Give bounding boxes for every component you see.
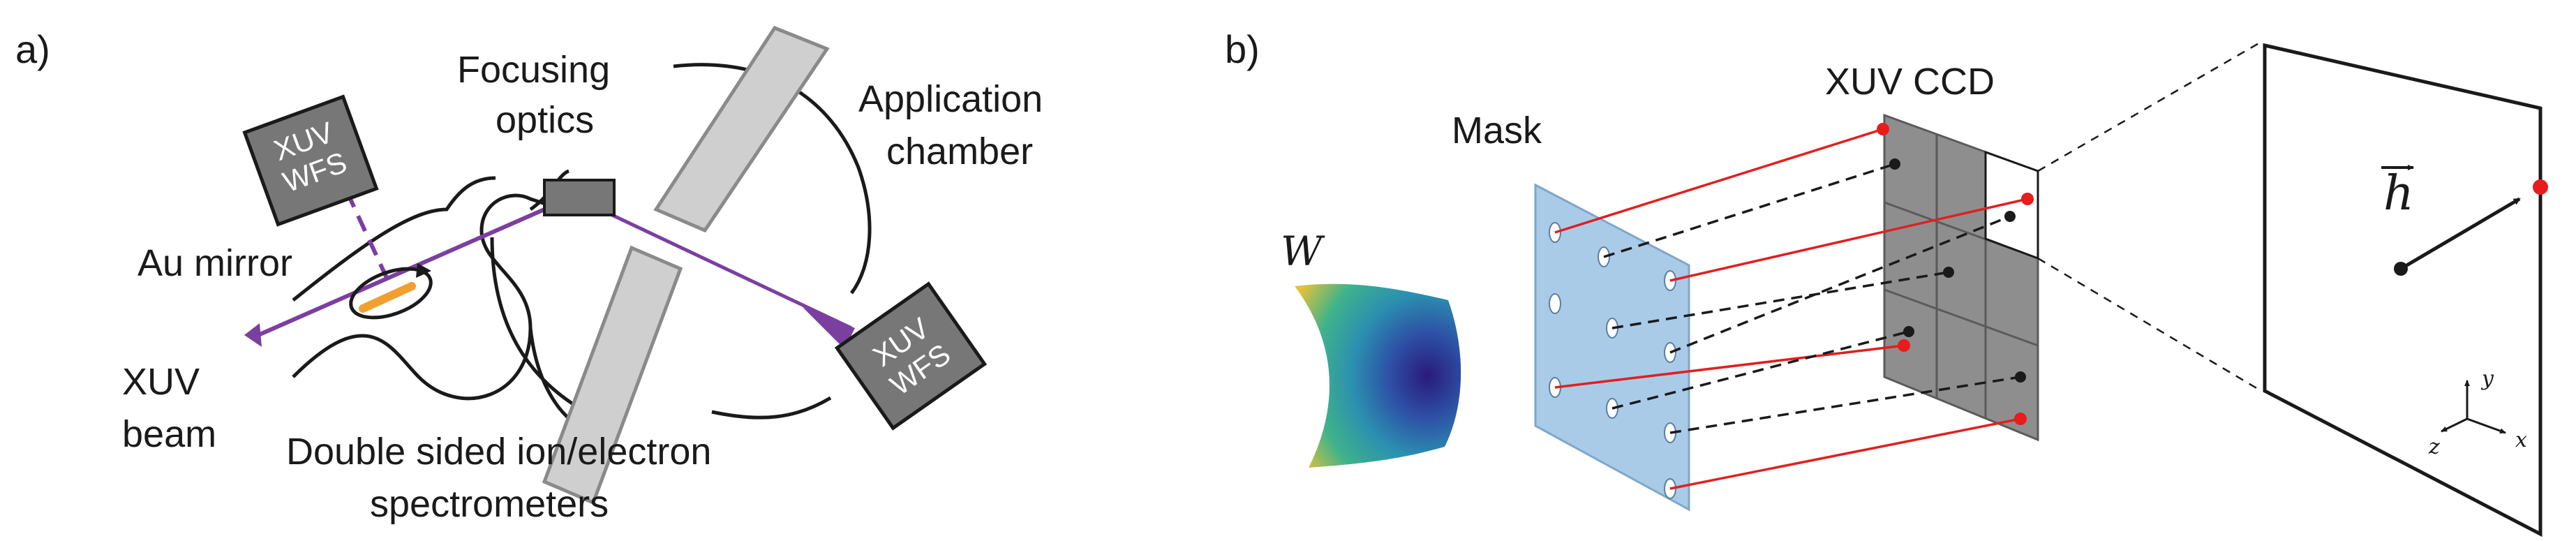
displacement-vector [2399,197,2521,271]
xuv-beam-focused [599,207,853,330]
wavefront-symbol: W [1281,228,1325,275]
rays-red [1554,128,2028,490]
xuv-beam-diverging [803,307,855,349]
ccd-grid-line [1884,288,2039,347]
reference-spot [2015,371,2026,383]
xuv-beam-label-line2: beam [122,413,216,455]
panel-a: a) XUV WFS [15,25,1043,525]
measured-centroid [2533,179,2548,195]
reference-spot [1943,267,1954,278]
reference-ray [1611,330,1909,410]
ccd-spots [1877,123,2034,425]
zoom-line-top [2037,40,2262,172]
rays-reference [1603,163,2021,434]
panel-a-label: a) [15,27,50,71]
panel-b: b) W Mask XUV CCD [1225,27,2548,538]
focusing-label-line2: optics [496,99,594,141]
focusing-label-line1: Focusing [457,49,610,91]
red-ray [1554,128,1884,234]
zoomed-subaperture [2263,43,2543,538]
ccd-label: XUV CCD [1825,61,1995,103]
xuv-beam-incoming [257,207,546,337]
ccd-zoom-cell [1984,150,2039,260]
red-spot [1877,123,1889,135]
red-spot [2014,413,2027,425]
spectrometers-label-line2: spectrometers [370,483,609,525]
upper-spectrometer-slab [653,25,830,233]
y-axis-label: y [2480,366,2494,391]
au-mirror-label: Au mirror [137,242,292,284]
focusing-optics-box [543,179,616,216]
wfs-right: XUV WFS [834,281,988,431]
zoom-line-bottom [2037,257,2262,392]
x-axis-arrow [2466,417,2506,434]
vector-symbol: h [2383,166,2414,221]
reference-ray [1669,215,2011,354]
panel-b-label: b) [1225,27,1260,71]
reference-spot [1903,326,1914,337]
wfs-top: XUV WFS [242,94,379,227]
coordinate-axes [2441,380,2506,434]
reference-spot [1889,158,1900,170]
mask-plate [1534,183,1690,512]
lower-spectrometer-slab [542,245,683,505]
mask-label: Mask [1452,110,1542,151]
red-ray [1669,417,2021,490]
mirror-rotation-ellipse [349,267,433,320]
application-chamber-outline-bottom [711,396,832,420]
x-axis-label: x [2515,428,2527,452]
reference-ray [1669,376,2021,434]
reference-ray [1611,271,1949,329]
wfs-top-box [242,94,379,227]
z-axis-arrow [2441,417,2468,433]
red-spot [1898,339,1910,352]
reference-spot [2004,211,2016,222]
red-spot [2021,193,2034,205]
application-label-line2: chamber [886,131,1033,172]
au-mirror [359,282,416,313]
reference-centroid [2394,262,2408,276]
wfs-right-box [834,281,988,431]
z-axis-label: z [2428,435,2440,459]
left-chamber-outline [292,193,552,401]
wavefront-surface [1295,283,1461,468]
left-chamber-outline-top [292,176,496,302]
wfs-dashed-beam [343,187,389,281]
rotation-arrow-icon [416,263,431,278]
red-ray [1554,344,1905,389]
application-label-line1: Application [858,78,1043,120]
reference-ray [1603,163,1896,258]
xuv-beam-source [244,323,262,347]
application-chamber-outline-top [673,63,872,295]
red-ray [1669,198,2028,282]
mask-hole [1549,293,1561,314]
spectrometers-label-line1: Double sided ion/electron [286,431,711,473]
xuv-beam-label-line1: XUV [122,361,200,403]
